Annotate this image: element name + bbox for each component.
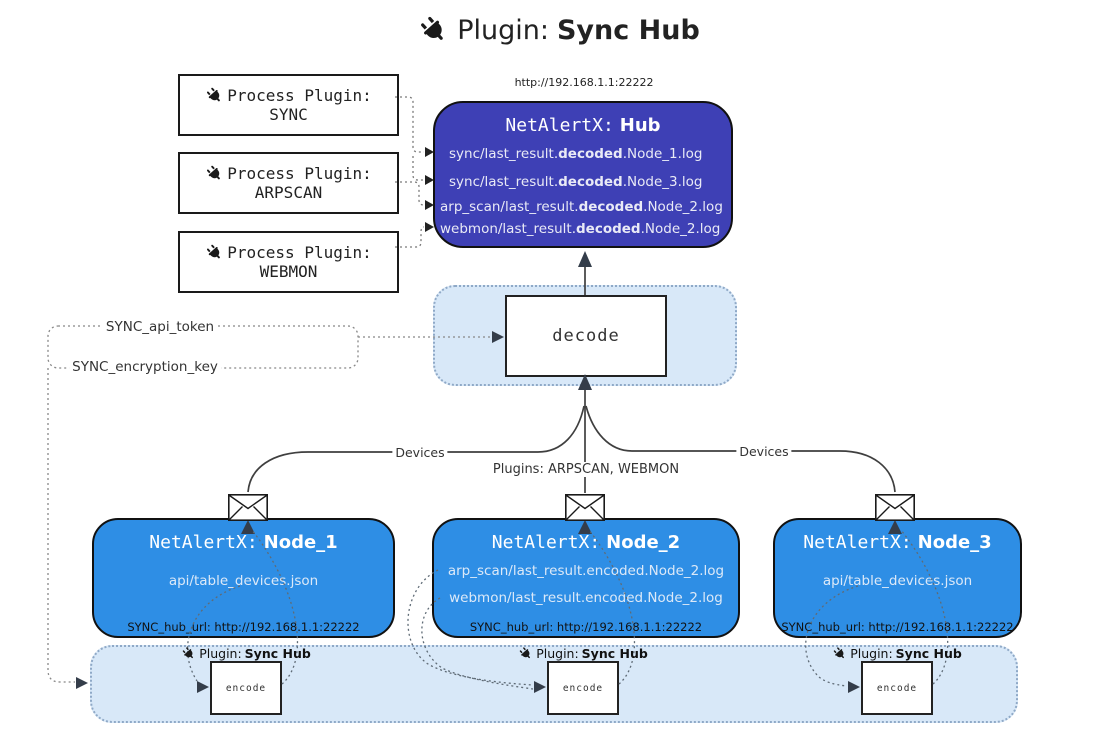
node-file: webmon/last_result.encoded.Node_2.log bbox=[449, 590, 723, 606]
decode-box: decode bbox=[505, 295, 667, 377]
encode-box-2: encode bbox=[547, 661, 619, 715]
process-plugin-box-webmon: Process Plugin: WEBMON bbox=[178, 231, 399, 293]
plugins-label: Plugins: ARPSCAN, WEBMON bbox=[489, 462, 683, 477]
plug-icon bbox=[205, 243, 224, 262]
link-sync-log1 bbox=[395, 96, 424, 153]
hub-url-label: http://192.168.1.1:22222 bbox=[514, 76, 654, 89]
encode-box-3: encode bbox=[861, 661, 933, 715]
devices-label-right: Devices bbox=[736, 444, 792, 459]
hub-title-name: Hub bbox=[619, 115, 661, 136]
devices-label-left: Devices bbox=[392, 445, 448, 460]
sync-encryption-key-label: SYNC_encryption_key bbox=[69, 359, 221, 375]
hub-title-prefix: NetAlertX: bbox=[505, 115, 614, 136]
arrow-into-container bbox=[76, 677, 88, 689]
plug-icon bbox=[205, 86, 224, 105]
plug-icon bbox=[832, 646, 847, 661]
node-box-1: NetAlertX:Node_1 api/table_devices.json … bbox=[92, 518, 395, 638]
link-arpscan-log3 bbox=[395, 181, 425, 206]
process-plugin-name: ARPSCAN bbox=[254, 183, 323, 202]
process-plugin-name: WEBMON bbox=[259, 262, 318, 281]
page-title-prefix: Plugin: bbox=[457, 14, 549, 46]
process-plugin-box-arpscan: Process Plugin: ARPSCAN bbox=[178, 152, 399, 214]
link-secrets-container bbox=[47, 368, 75, 683]
encode-plugin-label-2: Plugin: Sync Hub bbox=[518, 646, 648, 661]
envelope-icon-node-1 bbox=[228, 494, 268, 521]
plug-icon bbox=[518, 646, 533, 661]
node-file: api/table_devices.json bbox=[168, 573, 319, 589]
arrow-into-hub bbox=[578, 251, 592, 267]
node-title: NetAlertX:Node_3 bbox=[803, 532, 992, 553]
process-plugin-heading: Process Plugin: bbox=[227, 164, 372, 183]
process-plugin-box-sync: Process Plugin: SYNC bbox=[178, 74, 399, 136]
encode-plugin-label-1: Plugin: Sync Hub bbox=[181, 646, 311, 661]
envelope-icon-node-2 bbox=[565, 494, 605, 521]
plug-icon bbox=[181, 646, 196, 661]
node-hub-url: SYNC_hub_url: http://192.168.1.1:22222 bbox=[469, 620, 703, 634]
page-title-name: Sync Hub bbox=[556, 14, 700, 46]
hub-log-line: arp_scan/last_result.decoded.Node_2.log bbox=[440, 199, 723, 215]
node-box-3: NetAlertX:Node_3 api/table_devices.json … bbox=[773, 518, 1022, 638]
hub-title: NetAlertX:Hub bbox=[435, 115, 731, 136]
process-plugin-name: SYNC bbox=[269, 105, 308, 124]
node-title: NetAlertX:Node_2 bbox=[491, 532, 681, 553]
node-hub-url: SYNC_hub_url: http://192.168.1.1:22222 bbox=[127, 620, 360, 634]
hub-log-line: webmon/last_result.decoded.Node_2.log bbox=[440, 221, 721, 237]
hub-log-line: sync/last_result.decoded.Node_3.log bbox=[449, 174, 703, 190]
hub-log-line: sync/last_result.decoded.Node_1.log bbox=[449, 146, 703, 162]
node-file: api/table_devices.json bbox=[822, 573, 973, 589]
link-webmon-log4 bbox=[395, 226, 425, 248]
encode-box-1: encode bbox=[210, 661, 282, 715]
node-box-2: NetAlertX:Node_2 arp_scan/last_result.en… bbox=[432, 518, 740, 638]
link-sync-log2 bbox=[412, 156, 424, 181]
encode-plugin-label-3: Plugin: Sync Hub bbox=[832, 646, 962, 661]
sync-api-token-label: SYNC_api_token bbox=[102, 319, 218, 335]
hub-box: NetAlertX:Hub sync/last_result.decoded.N… bbox=[433, 101, 733, 248]
envelope-icon-node-3 bbox=[875, 494, 915, 521]
node-file: arp_scan/last_result.encoded.Node_2.log bbox=[447, 563, 725, 579]
process-plugin-heading: Process Plugin: bbox=[227, 243, 372, 262]
page-title: Plugin: Sync Hub bbox=[417, 14, 700, 46]
plug-icon bbox=[205, 164, 224, 183]
node-title: NetAlertX:Node_1 bbox=[149, 532, 338, 553]
node-hub-url: SYNC_hub_url: http://192.168.1.1:22222 bbox=[781, 620, 1014, 634]
plug-icon bbox=[417, 14, 449, 46]
process-plugin-heading: Process Plugin: bbox=[227, 86, 372, 105]
